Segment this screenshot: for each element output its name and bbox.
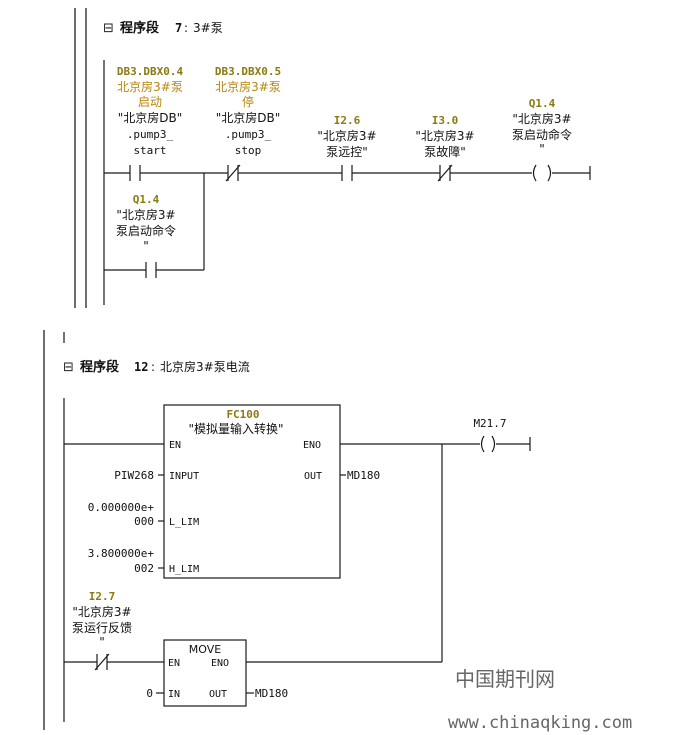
fc-input-value: PIW268 [114,469,154,482]
contact-db-ref: "北京房DB" [216,110,281,125]
fc-hlim-value: 3.800000e+ [88,547,155,560]
fc-name: FC100 [226,408,259,421]
contact-symbol: 泵启动命令 [116,223,176,238]
move-pin-en: EN [168,658,180,669]
collapse-toggle-icon[interactable]: ⊟ [103,21,114,36]
coil-symbol: "北京房3# [512,111,571,126]
contact-symbol: "北京房3# [116,207,175,222]
contact-address: Q1.4 [133,193,160,206]
contact-symbol: 北京房3#泵 [117,79,183,94]
contact-db-ref: start [133,144,166,157]
fc-llim-value: 0.000000e+ [88,501,155,514]
contact-run-feedback[interactable] [94,653,110,671]
contact-address: DB3.DBX0.4 [117,65,184,78]
coil-symbol: 泵启动命令 [512,127,572,142]
contact-db-ref: .pump3_ [127,128,174,141]
fc-pin-en: EN [169,440,181,451]
contact-address: DB3.DBX0.5 [215,65,281,78]
network-12: ⊟ 程序段 12 : 北京房3#泵电流 FC100 "模拟量输入转换" EN E… [43,330,531,730]
contact-start[interactable] [129,165,141,181]
fc-pin-input: INPUT [169,471,199,482]
contact-db-ref: .pump3_ [225,128,272,141]
move-in-value: 0 [146,687,153,700]
coil-symbol: " [539,142,545,156]
contact-symbol: 泵远控" [326,145,368,159]
contact-seal-in[interactable] [145,262,157,278]
coil-address: Q1.4 [529,97,556,110]
network-heading: 程序段 [120,20,159,36]
network-colon: : [184,21,188,35]
coil-start-command[interactable] [532,164,552,182]
contact-db-ref: stop [235,144,262,157]
fc-pin-eno: ENO [303,440,321,451]
network-number: 12 [134,360,148,374]
watermark-cn: 中国期刊网 [455,667,555,691]
move-block[interactable] [163,639,247,707]
contact-stop[interactable] [225,164,241,182]
contact-symbol: 泵运行反馈 [72,621,132,635]
network-heading: 程序段 [80,359,119,375]
network-number: 7 [175,21,182,35]
network-7: ⊟ 程序段 7 : 3#泵 DB3.DBX0.4 北京房3#泵 启动 "北京房D… [74,8,591,308]
fc-hlim-value: 002 [134,562,154,575]
collapse-toggle-icon[interactable]: ⊟ [63,360,74,375]
fc-llim-value: 000 [134,515,154,528]
fc100-block[interactable] [163,404,341,579]
coil-m21-7[interactable] [480,435,496,453]
contact-symbol: "北京房3# [317,128,376,143]
contact-symbol: 泵故障" [424,144,466,159]
move-pin-out: OUT [209,689,227,700]
contact-symbol: " [99,635,105,649]
contact-db-ref: "北京房DB" [118,110,183,125]
contact-address: I3.0 [432,114,459,127]
contact-symbol: "北京房3# [72,604,131,619]
contact-symbol: " [143,239,149,253]
contact-remote[interactable] [341,165,353,181]
move-out-value: MD180 [255,687,288,700]
contact-address: I2.6 [334,114,361,127]
move-pin-eno: ENO [211,658,229,669]
contact-fault[interactable] [437,164,453,182]
fc-out-value: MD180 [347,469,380,482]
network-comment: 北京房3#泵电流 [160,359,250,374]
network-comment: 3#泵 [193,21,223,35]
fc-pin-out: OUT [304,471,322,482]
contact-symbol: "北京房3# [415,128,474,143]
fc-title: "模拟量输入转换" [188,421,283,436]
move-pin-in: IN [168,689,180,700]
watermark-url: www.chinaqking.com [448,713,632,733]
contact-symbol: 启动 [138,95,162,109]
move-title: MOVE [189,643,221,656]
contact-address: I2.7 [89,590,116,603]
contact-symbol: 北京房3#泵 [215,79,281,94]
fc-pin-hlim: H_LIM [169,564,199,575]
network-colon: : [151,360,155,374]
contact-symbol: 停 [242,94,254,109]
coil-address: M21.7 [473,417,506,430]
fc-pin-llim: L_LIM [169,517,199,528]
